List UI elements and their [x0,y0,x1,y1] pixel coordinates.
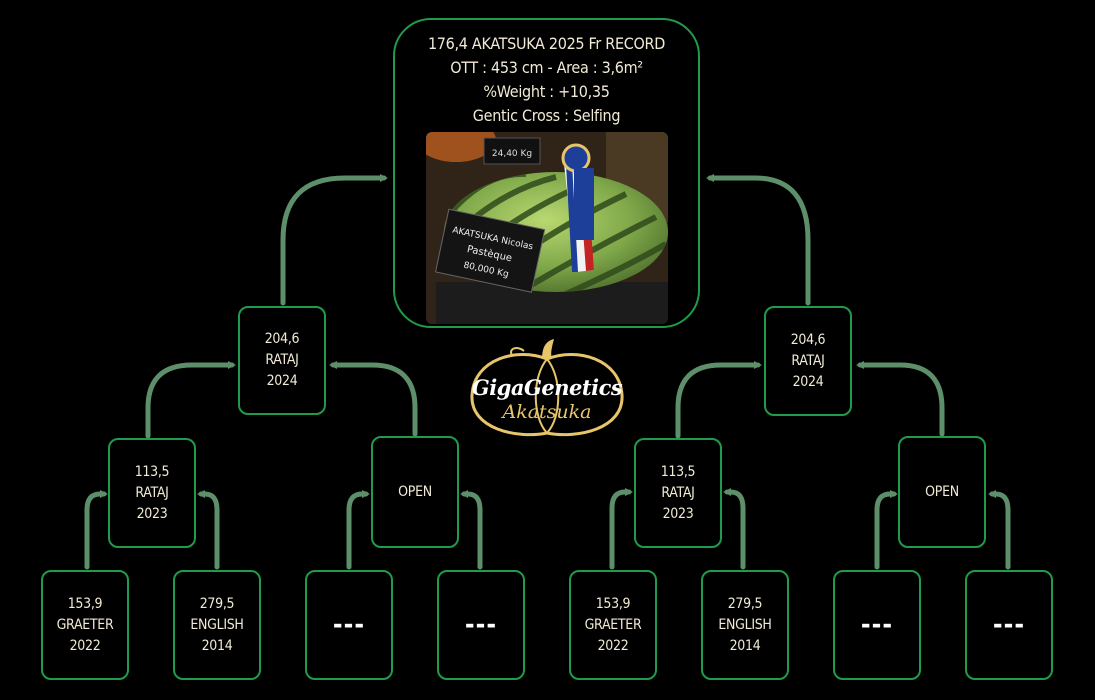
arrow-left-ggp1-to-gpa [84,490,108,570]
right-gpa-grower: RATAJ [661,484,695,501]
root-title: 176,4 AKATSUKA 2025 Fr RECORD [427,34,666,53]
left-gpa-year: 2023 [136,505,168,522]
right-parent-weight: 204,6 [790,331,826,348]
left-gpa-grower: RATAJ [135,484,169,501]
right-gpa-weight: 113,5 [660,463,696,480]
right-parent-node: 204,6 RATAJ 2024 [764,306,852,416]
left-ggp2-grower: ENGLISH [190,616,244,633]
root-ott-area: OTT : 453 cm - Area : 3,6m² [450,58,643,77]
arrow-right-gpb-to-parent [856,361,945,437]
left-parent-node: 204,6 RATAJ 2024 [238,306,326,415]
right-ggp2-grower: ENGLISH [718,616,772,633]
left-parent-year: 2024 [266,373,298,389]
right-gpa-year: 2023 [662,505,694,522]
left-ggp1-year: 2022 [69,637,101,654]
left-ggp-4-node: --- [437,570,525,680]
left-ggp2-year: 2014 [201,637,233,654]
left-parent-grower: RATAJ [265,352,299,368]
right-ggp2-weight: 279,5 [727,595,763,612]
left-ggp-3-node: --- [305,570,393,680]
left-ggp2-weight: 279,5 [199,595,235,612]
watermelon-photo: 24,40 Kg AKATSUKA Nicolas Pastèque 80,00… [425,132,668,324]
arrow-left-gpa-to-parent [145,361,236,439]
right-ggp-3-node: --- [833,570,921,680]
arrow-left-gpb-to-parent [329,361,418,437]
arrow-right-parent-to-root [706,174,811,306]
right-ggp1-year: 2022 [597,637,629,654]
logo-brand: GigaGenetics [471,375,623,400]
arrow-right-ggp3-to-gpb [874,490,898,570]
left-ggp3-unknown: --- [332,609,366,640]
pumpkin-logo-icon [470,339,624,437]
right-ggp1-grower: GRAETER [584,616,642,633]
left-ggp-1-node: 153,9 GRAETER 2022 [41,570,129,680]
right-ggp3-unknown: --- [860,609,894,640]
right-ggp-4-node: --- [965,570,1053,680]
root-watermelon-box: 176,4 AKATSUKA 2025 Fr RECORD OTT : 453 … [393,18,700,328]
left-ggp1-grower: GRAETER [56,616,114,633]
arrow-right-gpa-to-parent [675,361,762,439]
arrow-left-ggp4-to-gpb [460,490,483,570]
left-grandparent-a-node: 113,5 RATAJ 2023 [108,438,196,548]
gigagenetics-logo: GigaGenetics Akatsuka [462,337,632,443]
photo-sign-top: 24,40 Kg [491,149,531,159]
left-parent-weight: 204,6 [264,331,300,347]
arrow-right-ggp4-to-gpb [988,490,1011,570]
right-grandparent-b-node: OPEN [898,436,986,548]
arrow-right-ggp2-to-gpa [723,488,746,570]
arrow-left-parent-to-root [280,174,388,306]
root-genetic-cross: Gentic Cross : Selfing [472,106,621,125]
left-grandparent-b-node: OPEN [371,436,459,548]
right-ggp2-year: 2014 [729,637,761,654]
right-parent-year: 2024 [792,373,824,390]
right-ggp-1-node: 153,9 GRAETER 2022 [569,570,657,680]
left-ggp-2-node: 279,5 ENGLISH 2014 [173,570,261,680]
left-gpa-weight: 113,5 [134,463,170,480]
right-gpb-label: OPEN [925,483,959,500]
logo-sub: Akatsuka [502,401,592,423]
right-ggp-2-node: 279,5 ENGLISH 2014 [701,570,789,680]
arrow-left-ggp3-to-gpb [346,490,370,570]
right-parent-grower: RATAJ [791,352,825,369]
left-gpb-label: OPEN [398,483,432,500]
arrow-right-ggp1-to-gpa [609,488,633,570]
left-ggp1-weight: 153,9 [67,595,103,612]
right-grandparent-a-node: 113,5 RATAJ 2023 [634,438,722,548]
right-ggp4-unknown: --- [992,609,1026,640]
root-weight-percent: %Weight : +10,35 [483,82,610,101]
right-ggp1-weight: 153,9 [595,595,631,612]
arrow-left-ggp2-to-gpa [197,490,220,570]
left-ggp4-unknown: --- [464,609,498,640]
